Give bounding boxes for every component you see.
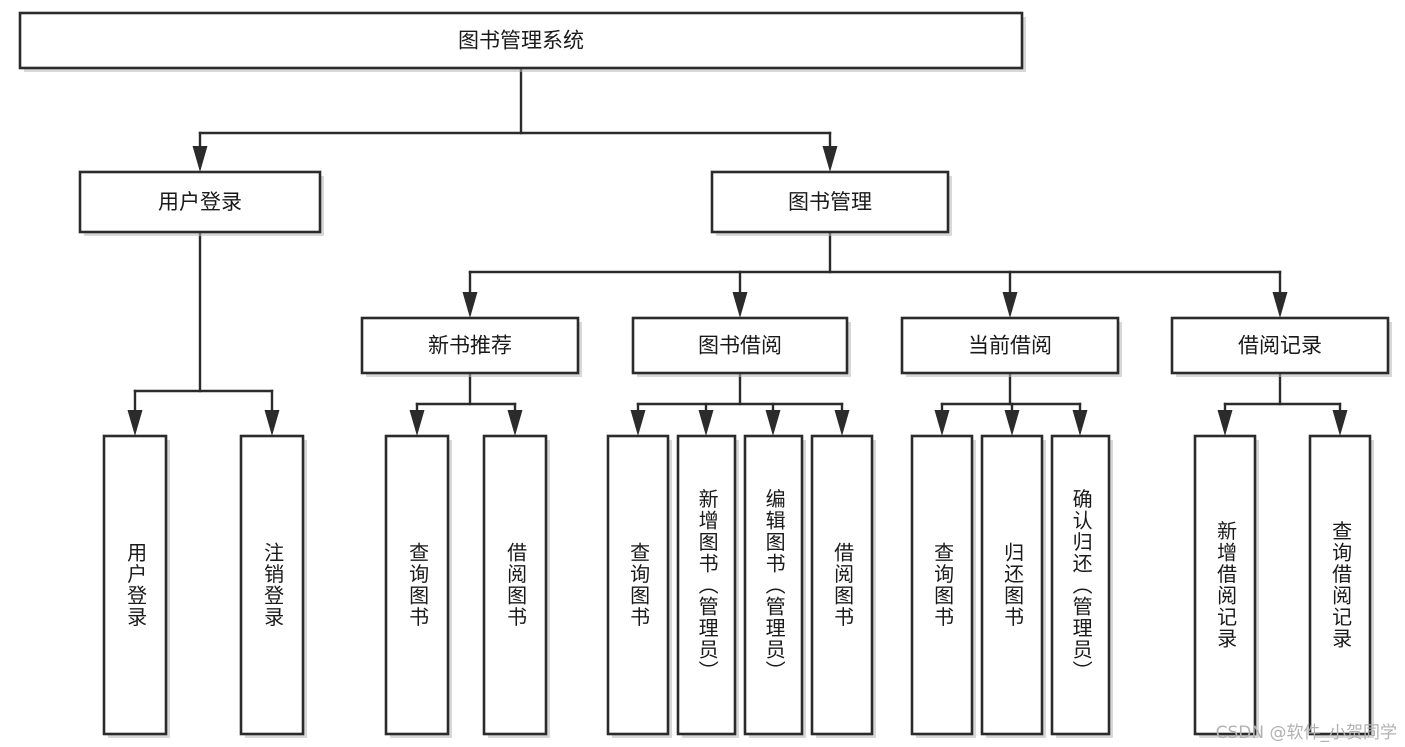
node-query-book-3[interactable]: [910, 434, 976, 738]
arrow-head-icon: [127, 410, 143, 436]
arrow-head-icon: [1272, 292, 1288, 318]
arrow-head-icon: [192, 146, 208, 172]
arrow-head-icon: [409, 410, 425, 436]
node-label-root: 图书管理系统: [458, 29, 584, 53]
watermark-text: CSDN @软件_小贺同学: [1215, 723, 1397, 743]
node-confirm-return-admin[interactable]: [1050, 434, 1113, 738]
arrow-head-icon: [1004, 410, 1020, 436]
node-label-borrow-record: 借阅记录: [1238, 334, 1322, 358]
connector-book-borrow-bus: [630, 371, 850, 436]
node-root[interactable]: 图书管理系统: [18, 11, 1026, 72]
arrow-head-icon: [507, 410, 523, 436]
node-book-manage[interactable]: 图书管理: [710, 170, 952, 236]
connector-root-bus: [192, 66, 838, 172]
arrow-head-icon: [834, 410, 850, 436]
arrow-head-icon: [1072, 410, 1088, 436]
arrow-head-icon: [630, 410, 646, 436]
node-label-current-borrow: 当前借阅: [968, 334, 1052, 358]
arrow-head-icon: [732, 292, 748, 318]
node-label-user-login: 用户登录: [158, 190, 242, 214]
node-current-borrow[interactable]: 当前借阅: [900, 316, 1122, 377]
connector-borrow-record-bus: [1217, 371, 1348, 436]
arrow-head-icon: [1002, 292, 1018, 318]
node-borrow-record[interactable]: 借阅记录: [1170, 316, 1392, 377]
connector-new-book-bus: [409, 371, 523, 436]
arrow-head-icon: [822, 146, 838, 172]
node-borrow-book-1[interactable]: [482, 434, 550, 738]
node-query-book-2[interactable]: [606, 434, 672, 738]
arrow-head-icon: [765, 410, 781, 436]
connector-user-login-bus: [127, 230, 280, 436]
node-add-book-admin[interactable]: [676, 434, 739, 738]
connector-layer: [127, 66, 1348, 436]
node-user-login[interactable]: 用户登录: [78, 170, 324, 236]
arrow-head-icon: [264, 410, 280, 436]
node-user-logout[interactable]: [239, 434, 307, 738]
node-label-book-borrow: 图书借阅: [698, 334, 782, 358]
arrow-head-icon: [1217, 410, 1233, 436]
node-add-borrow-record[interactable]: [1193, 434, 1259, 738]
connector-book-manage-bus: [462, 230, 1288, 318]
arrow-head-icon: [934, 410, 950, 436]
arrow-head-icon: [1332, 410, 1348, 436]
arrow-head-icon: [698, 410, 714, 436]
node-user-login-do[interactable]: [102, 434, 170, 738]
node-return-book[interactable]: [980, 434, 1046, 738]
connector-current-borrow-bus: [934, 371, 1088, 436]
node-borrow-book-2[interactable]: [810, 434, 876, 738]
node-label-new-book-recommend: 新书推荐: [428, 334, 512, 358]
node-edit-book-admin[interactable]: [743, 434, 806, 738]
node-query-book-1[interactable]: [384, 434, 452, 738]
node-new-book-recommend[interactable]: 新书推荐: [360, 316, 582, 377]
node-query-borrow-record[interactable]: [1308, 434, 1374, 738]
node-book-borrow[interactable]: 图书借阅: [631, 316, 851, 377]
node-label-book-manage: 图书管理: [788, 190, 872, 214]
arrow-head-icon: [462, 292, 478, 318]
